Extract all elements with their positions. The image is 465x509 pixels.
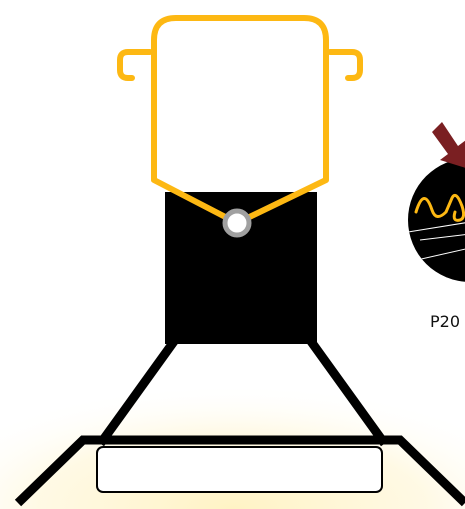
lamp-shade [14,333,465,507]
hanger-bracket-icon [117,15,363,226]
arrow-icon [432,122,465,168]
lamp-lens [96,446,383,493]
detail-label: P20 [430,312,461,331]
pivot-bolt-icon [222,208,252,238]
detail-hanger-icon [414,193,465,222]
detail-callout [408,158,465,282]
